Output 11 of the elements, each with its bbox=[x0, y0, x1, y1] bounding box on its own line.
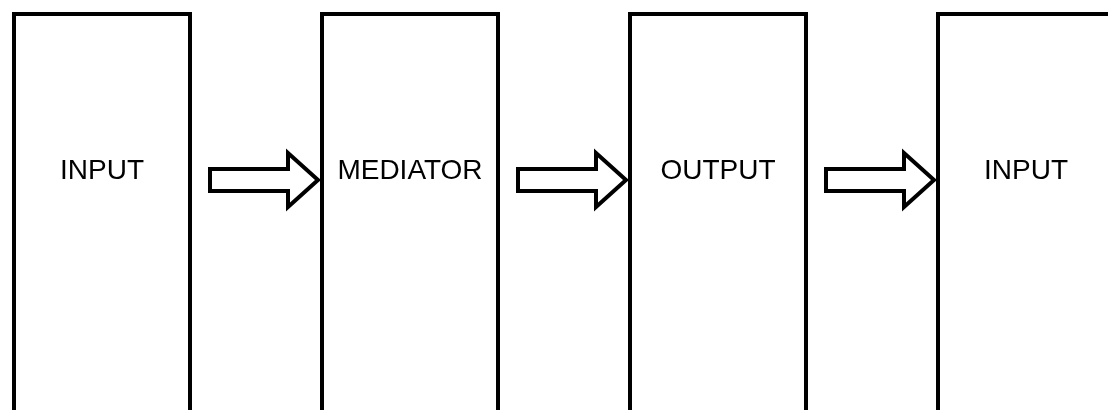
process-box bbox=[12, 12, 192, 410]
block-arrow bbox=[208, 148, 321, 212]
box-label: INPUT bbox=[984, 156, 1068, 184]
block-arrow bbox=[824, 148, 937, 212]
process-box bbox=[628, 12, 808, 410]
process-box bbox=[320, 12, 500, 410]
box-label: INPUT bbox=[60, 156, 144, 184]
process-box bbox=[936, 12, 1108, 410]
box-label: OUTPUT bbox=[660, 156, 776, 184]
block-arrow bbox=[516, 148, 629, 212]
box-label: MEDIATOR bbox=[337, 156, 483, 184]
